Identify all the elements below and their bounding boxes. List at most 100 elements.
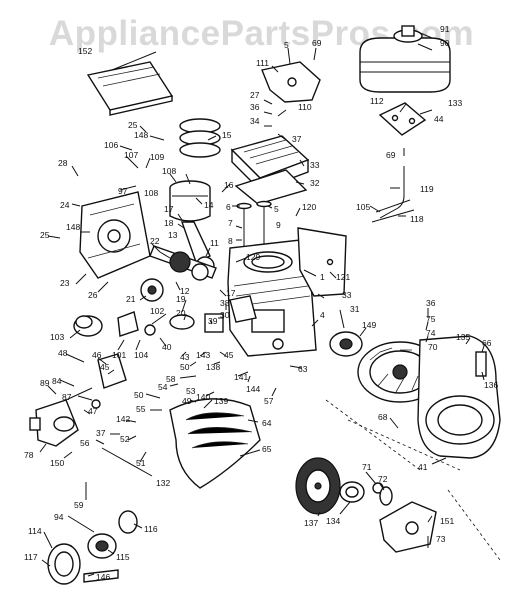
label-25: 25 <box>128 120 138 130</box>
label-51: 51 <box>136 458 146 468</box>
label-53: 53 <box>186 386 196 396</box>
label-11: 11 <box>210 238 219 248</box>
label-148b: 148 <box>66 222 80 232</box>
label-74: 74 <box>426 328 436 338</box>
muffler-part <box>359 25 451 93</box>
label-150: 150 <box>50 458 64 468</box>
label-41: 41 <box>418 462 428 472</box>
label-28: 28 <box>58 158 68 168</box>
label-108: 108 <box>162 166 176 176</box>
label-137: 137 <box>304 518 318 528</box>
label-36: 36 <box>250 102 260 112</box>
label-15: 15 <box>222 130 232 140</box>
label-107: 107 <box>124 150 138 160</box>
label-36b: 36 <box>426 298 436 308</box>
dashed-guides <box>325 399 501 561</box>
label-20: 20 <box>176 308 186 318</box>
label-47: 47 <box>88 406 98 416</box>
label-7: 7 <box>228 218 233 228</box>
label-26: 26 <box>88 290 98 300</box>
label-55: 55 <box>136 404 146 414</box>
label-84: 84 <box>52 376 62 386</box>
label-8: 8 <box>228 236 233 246</box>
cylinder-baffle-part <box>297 227 347 297</box>
starter-pulley-part <box>295 457 341 515</box>
label-46: 46 <box>92 350 102 360</box>
label-104: 104 <box>134 350 148 360</box>
label-44: 44 <box>434 114 444 124</box>
label-57: 57 <box>264 396 274 406</box>
label-65: 65 <box>262 444 272 454</box>
label-144: 144 <box>246 384 260 394</box>
label-136: 136 <box>484 380 498 390</box>
muffler-bracket-part <box>378 102 427 136</box>
label-12: 12 <box>180 286 190 296</box>
label-73: 73 <box>436 534 446 544</box>
label-13: 13 <box>168 230 178 240</box>
leader-lines <box>39 31 485 577</box>
engine-block-part <box>227 239 317 357</box>
label-117: 117 <box>24 552 38 562</box>
label-54: 54 <box>158 382 168 392</box>
label-18: 18 <box>164 218 174 228</box>
label-105: 105 <box>356 202 370 212</box>
crankshaft-part <box>149 245 217 281</box>
recoil-spring-part <box>339 481 393 506</box>
label-118: 118 <box>410 214 424 224</box>
label-149: 149 <box>362 320 376 330</box>
label-19: 19 <box>176 294 186 304</box>
label-148: 148 <box>134 130 148 140</box>
starter-cup-part <box>329 331 363 357</box>
label-33: 33 <box>310 160 320 170</box>
breather-plate-part <box>261 61 321 103</box>
label-152: 152 <box>78 46 92 56</box>
label-58: 58 <box>166 374 176 384</box>
label-91: 91 <box>440 24 450 34</box>
label-64: 64 <box>262 418 272 428</box>
label-120: 120 <box>302 202 316 212</box>
label-111: 111 <box>256 58 269 68</box>
label-63: 63 <box>298 364 308 374</box>
label-138: 138 <box>206 362 220 372</box>
label-66: 66 <box>482 338 492 348</box>
label-97: 97 <box>118 186 128 196</box>
label-87: 87 <box>62 392 72 402</box>
piston-part <box>169 180 211 222</box>
part-number-labels: 91 90 152 5 69 111 112 133 44 27 36 34 1… <box>24 24 498 582</box>
label-78: 78 <box>24 450 34 460</box>
label-50: 50 <box>180 362 190 372</box>
label-94: 94 <box>54 512 64 522</box>
owners-manual-part <box>86 61 174 116</box>
label-38: 38 <box>220 298 230 308</box>
label-17b: 17 <box>226 288 236 298</box>
label-49: 49 <box>182 396 192 406</box>
label-68: 68 <box>378 412 388 422</box>
label-39: 39 <box>208 316 218 326</box>
label-142: 142 <box>116 414 130 424</box>
label-69: 69 <box>312 38 322 48</box>
label-40: 40 <box>162 342 172 352</box>
piston-rings-part <box>179 118 221 158</box>
label-17: 17 <box>164 204 174 214</box>
fuel-tank-shroud-part <box>169 398 261 489</box>
label-9: 9 <box>276 220 281 230</box>
label-21: 21 <box>126 294 136 304</box>
label-22: 22 <box>150 236 160 246</box>
label-102: 102 <box>150 306 164 316</box>
label-103: 103 <box>50 332 64 342</box>
label-132: 132 <box>156 478 170 488</box>
label-135: 135 <box>456 332 470 342</box>
label-114: 114 <box>28 526 42 536</box>
label-34: 34 <box>250 116 260 126</box>
label-24: 24 <box>60 200 70 210</box>
label-59: 59 <box>74 500 84 510</box>
label-45: 45 <box>100 362 110 372</box>
label-151: 151 <box>440 516 454 526</box>
label-43: 43 <box>180 352 190 362</box>
label-75: 75 <box>426 314 436 324</box>
label-37: 37 <box>292 134 302 144</box>
label-108b: 108 <box>144 188 158 198</box>
label-31: 31 <box>350 304 360 314</box>
carburetor-part <box>29 387 93 447</box>
